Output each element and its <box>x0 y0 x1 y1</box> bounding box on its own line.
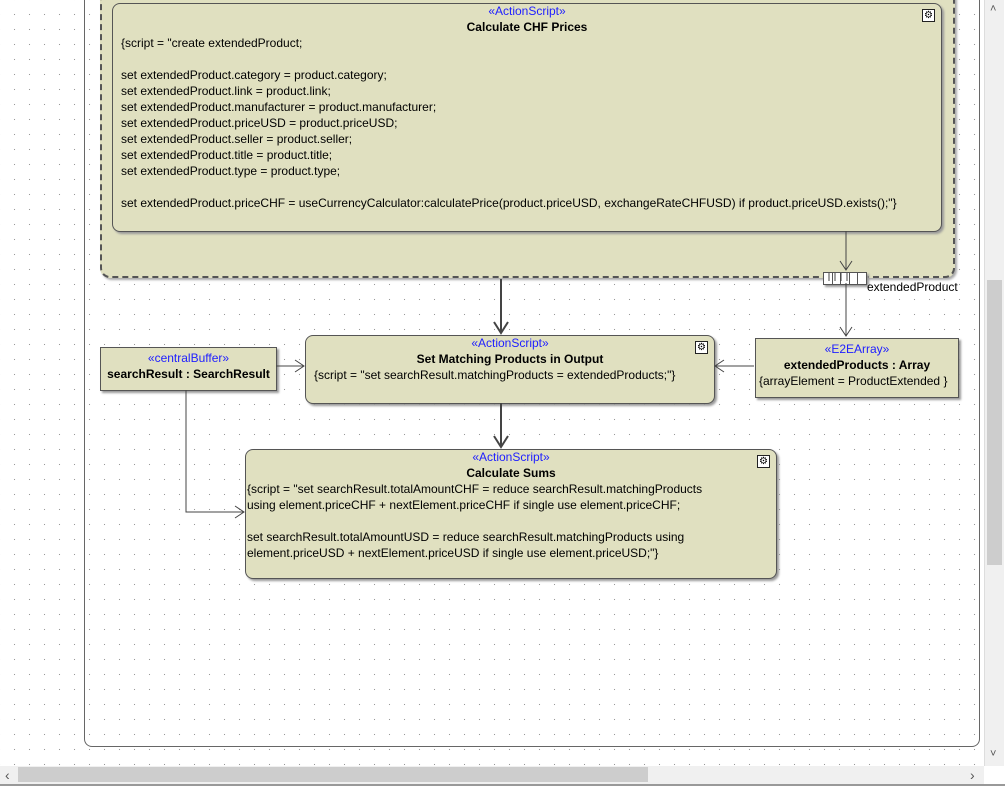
stereotype: «E2EArray» <box>824 342 890 356</box>
scroll-left-button[interactable]: ‹ <box>5 767 10 783</box>
pin-arrows <box>828 273 848 281</box>
action-title: Set Matching Products in Output <box>416 352 604 366</box>
vertical-scrollbar[interactable]: ˄ ˅ <box>984 0 1004 766</box>
stereotype: «ActionScript» <box>471 336 549 350</box>
action-calculate-chf-prices[interactable]: ⚙ «ActionScript» Calculate CHF Prices {s… <box>112 3 942 232</box>
action-script: {script = "create extendedProduct; set e… <box>121 36 897 210</box>
action-calculate-sums[interactable]: ⚙ «ActionScript» Calculate Sums {script … <box>245 449 777 579</box>
object-flow-buffer-to-set-matching <box>276 359 305 373</box>
scroll-right-button[interactable]: › <box>970 767 975 783</box>
control-flow-region-to-set-matching <box>493 279 509 335</box>
node-property: {arrayElement = ProductExtended } <box>759 374 948 388</box>
node-title: extendedProducts : Array <box>783 358 931 372</box>
subdiagram-icon: ⚙ <box>922 9 935 22</box>
action-set-matching-products[interactable]: ⚙ «ActionScript» Set Matching Products i… <box>305 335 715 404</box>
object-extended-products[interactable]: «E2EArray» extendedProducts : Array {arr… <box>755 338 959 398</box>
stereotype: «centralBuffer» <box>147 351 230 365</box>
stereotype: «ActionScript» <box>488 4 566 18</box>
action-title: Calculate CHF Prices <box>466 20 588 34</box>
action-script: {script = "set searchResult.matchingProd… <box>314 368 676 382</box>
control-flow-set-matching-to-sums <box>493 403 509 449</box>
horizontal-scroll-thumb[interactable] <box>18 767 648 782</box>
object-flow-buffer-to-sums <box>185 390 245 519</box>
node-title: searchResult : SearchResult <box>107 367 270 381</box>
pin-label: extendedProduct <box>867 280 958 294</box>
scroll-up-button[interactable]: ˄ <box>990 3 997 15</box>
action-script: {script = "set searchResult.totalAmountC… <box>247 482 703 560</box>
stereotype: «ActionScript» <box>472 450 550 464</box>
horizontal-scrollbar[interactable]: ‹ › <box>0 766 984 784</box>
scroll-down-button[interactable]: ˅ <box>990 748 997 760</box>
diagram-frame <box>84 0 980 747</box>
vertical-scroll-thumb[interactable] <box>987 280 1002 565</box>
object-flow-pin-to-array <box>839 283 853 337</box>
object-flow-array-to-set-matching <box>714 359 754 373</box>
action-title: Calculate Sums <box>466 466 556 480</box>
object-flow-to-pin <box>839 231 853 271</box>
subdiagram-icon: ⚙ <box>695 341 708 354</box>
flow-edges <box>185 231 853 519</box>
window-border <box>0 784 1005 786</box>
central-buffer-search-result[interactable]: «centralBuffer» searchResult : SearchRes… <box>100 347 277 391</box>
subdiagram-icon: ⚙ <box>757 455 770 468</box>
